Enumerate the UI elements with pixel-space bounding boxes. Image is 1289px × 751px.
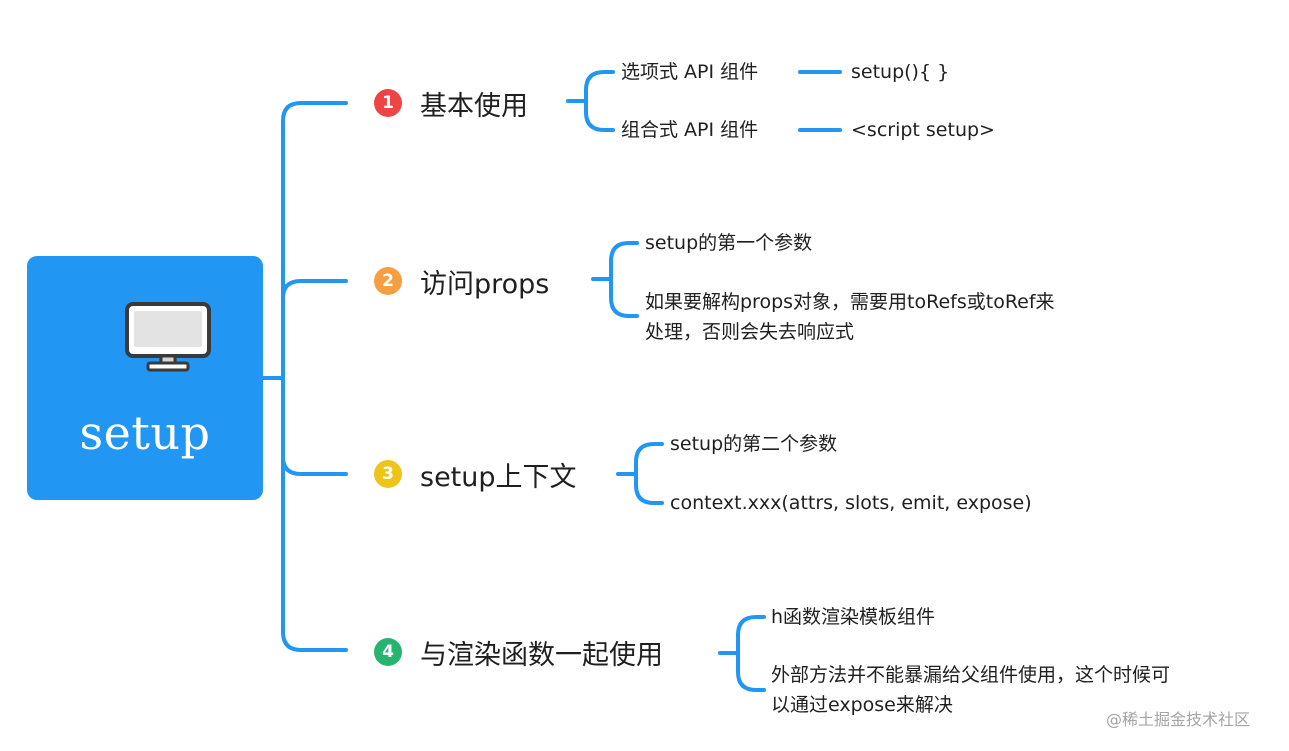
watermark: @稀土掘金技术社区 [1106, 710, 1251, 729]
leaf-h-function: h函数渲染模板组件 [771, 606, 936, 628]
bracket-3 [616, 442, 664, 505]
topic-basic-usage: 1 基本使用 [374, 85, 528, 122]
topic-label-4: 与渲染函数一起使用 [420, 639, 663, 671]
leaf-composition-api: 组合式 API 组件 [621, 119, 759, 141]
topic-setup-context: 3 setup上下文 [374, 456, 577, 493]
monitor-icon [125, 302, 211, 372]
root-title: setup [79, 406, 211, 460]
topic-label-1: 基本使用 [420, 90, 528, 122]
bracket-2 [591, 241, 639, 318]
leaf-context-members: context.xxx(attrs, slots, emit, expose) [670, 492, 1032, 514]
number-badge-2: 2 [374, 267, 402, 295]
detail-script-setup: <script setup> [851, 119, 995, 141]
leaf-props-first-param: setup的第一个参数 [645, 232, 813, 254]
number-badge-3: 3 [374, 460, 402, 488]
root-vertical-line [281, 101, 303, 652]
number-badge-4: 4 [374, 638, 402, 666]
leaf-props-destructure-1: 如果要解构props对象，需要用toRefs或toRef来 [645, 291, 1055, 313]
topic-access-props: 2 访问props [374, 263, 550, 300]
branch-line-2 [281, 279, 348, 300]
detail-setup-fn: setup(){ } [851, 61, 950, 83]
leaf-context-second-param: setup的第二个参数 [670, 433, 838, 455]
branch-line-3 [281, 455, 348, 476]
number-badge-1: 1 [374, 89, 402, 117]
topic-label-3: setup上下文 [420, 461, 577, 493]
leaf-expose-note-2: 以通过expose来解决 [771, 694, 953, 716]
topic-render-function: 4 与渲染函数一起使用 [374, 634, 663, 671]
leaf-expose-note-1: 外部方法并不能暴漏给父组件使用，这个时候可 [771, 664, 1171, 686]
bracket-4 [718, 615, 766, 692]
topic-label-2: 访问props [420, 268, 550, 300]
leaf-props-destructure-2: 处理，否则会失去响应式 [645, 321, 855, 343]
root-node: setup [27, 256, 263, 500]
leaf-options-api: 选项式 API 组件 [621, 61, 759, 83]
bracket-1 [566, 70, 615, 132]
